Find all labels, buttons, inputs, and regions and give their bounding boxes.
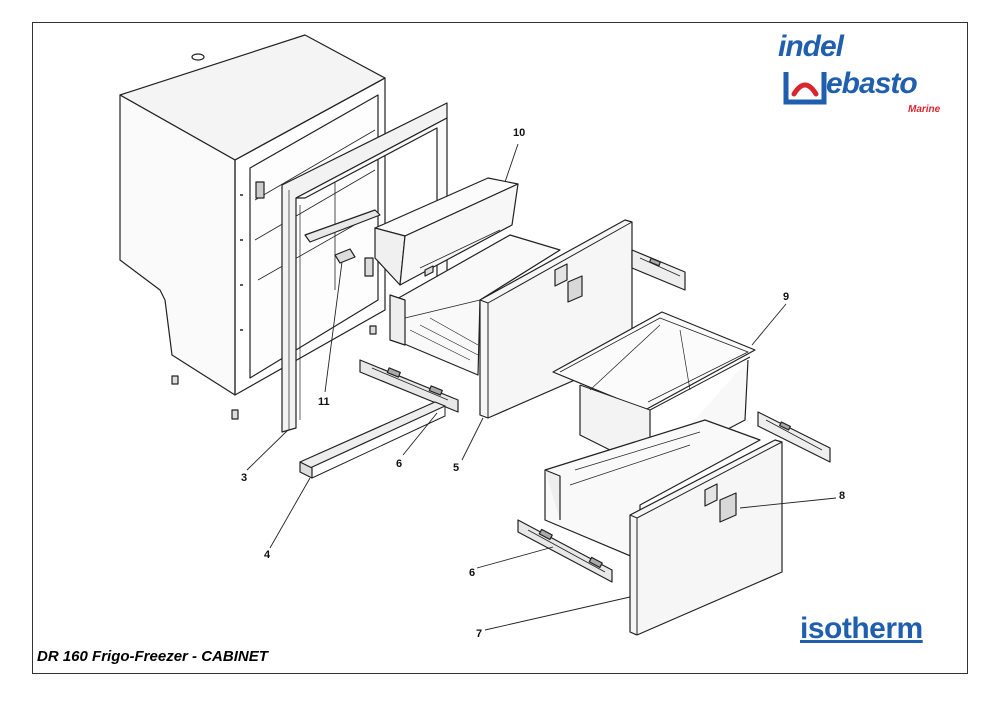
indel-webasto-logo: indel ebasto Marine [778,32,958,118]
callout-11: 11 [318,396,330,408]
isotherm-logo: isotherm [800,612,923,645]
webasto-w-icon [783,72,827,105]
logo-marine-text: Marine [908,104,941,115]
inner-support-part-11 [304,209,381,277]
callout-7: 7 [476,628,483,640]
callout-8: 8 [839,490,846,502]
callout-6-upper: 6 [396,458,403,470]
callout-9: 9 [783,291,790,303]
callout-4: 4 [264,549,271,561]
logo-indel-text: indel [778,30,844,63]
lower-drawer-part-7 [544,419,783,636]
callout-3: 3 [241,472,248,484]
logo-webasto-text: ebasto [826,67,918,100]
page-title: DR 160 Frigo-Freezer - CABINET [37,648,268,665]
callout-10: 10 [513,127,526,139]
callout-6-lower: 6 [469,567,476,579]
slide-rail-upper-right [631,249,686,291]
slide-rail-upper-left [359,359,459,413]
slide-rail-lower-right [757,411,831,463]
slide-rail-lower-left [517,519,613,583]
cross-bar-part-4 [299,401,446,479]
leader-lines [246,143,837,631]
callout-5: 5 [453,462,460,474]
upper-tray-part-10 [374,177,519,286]
